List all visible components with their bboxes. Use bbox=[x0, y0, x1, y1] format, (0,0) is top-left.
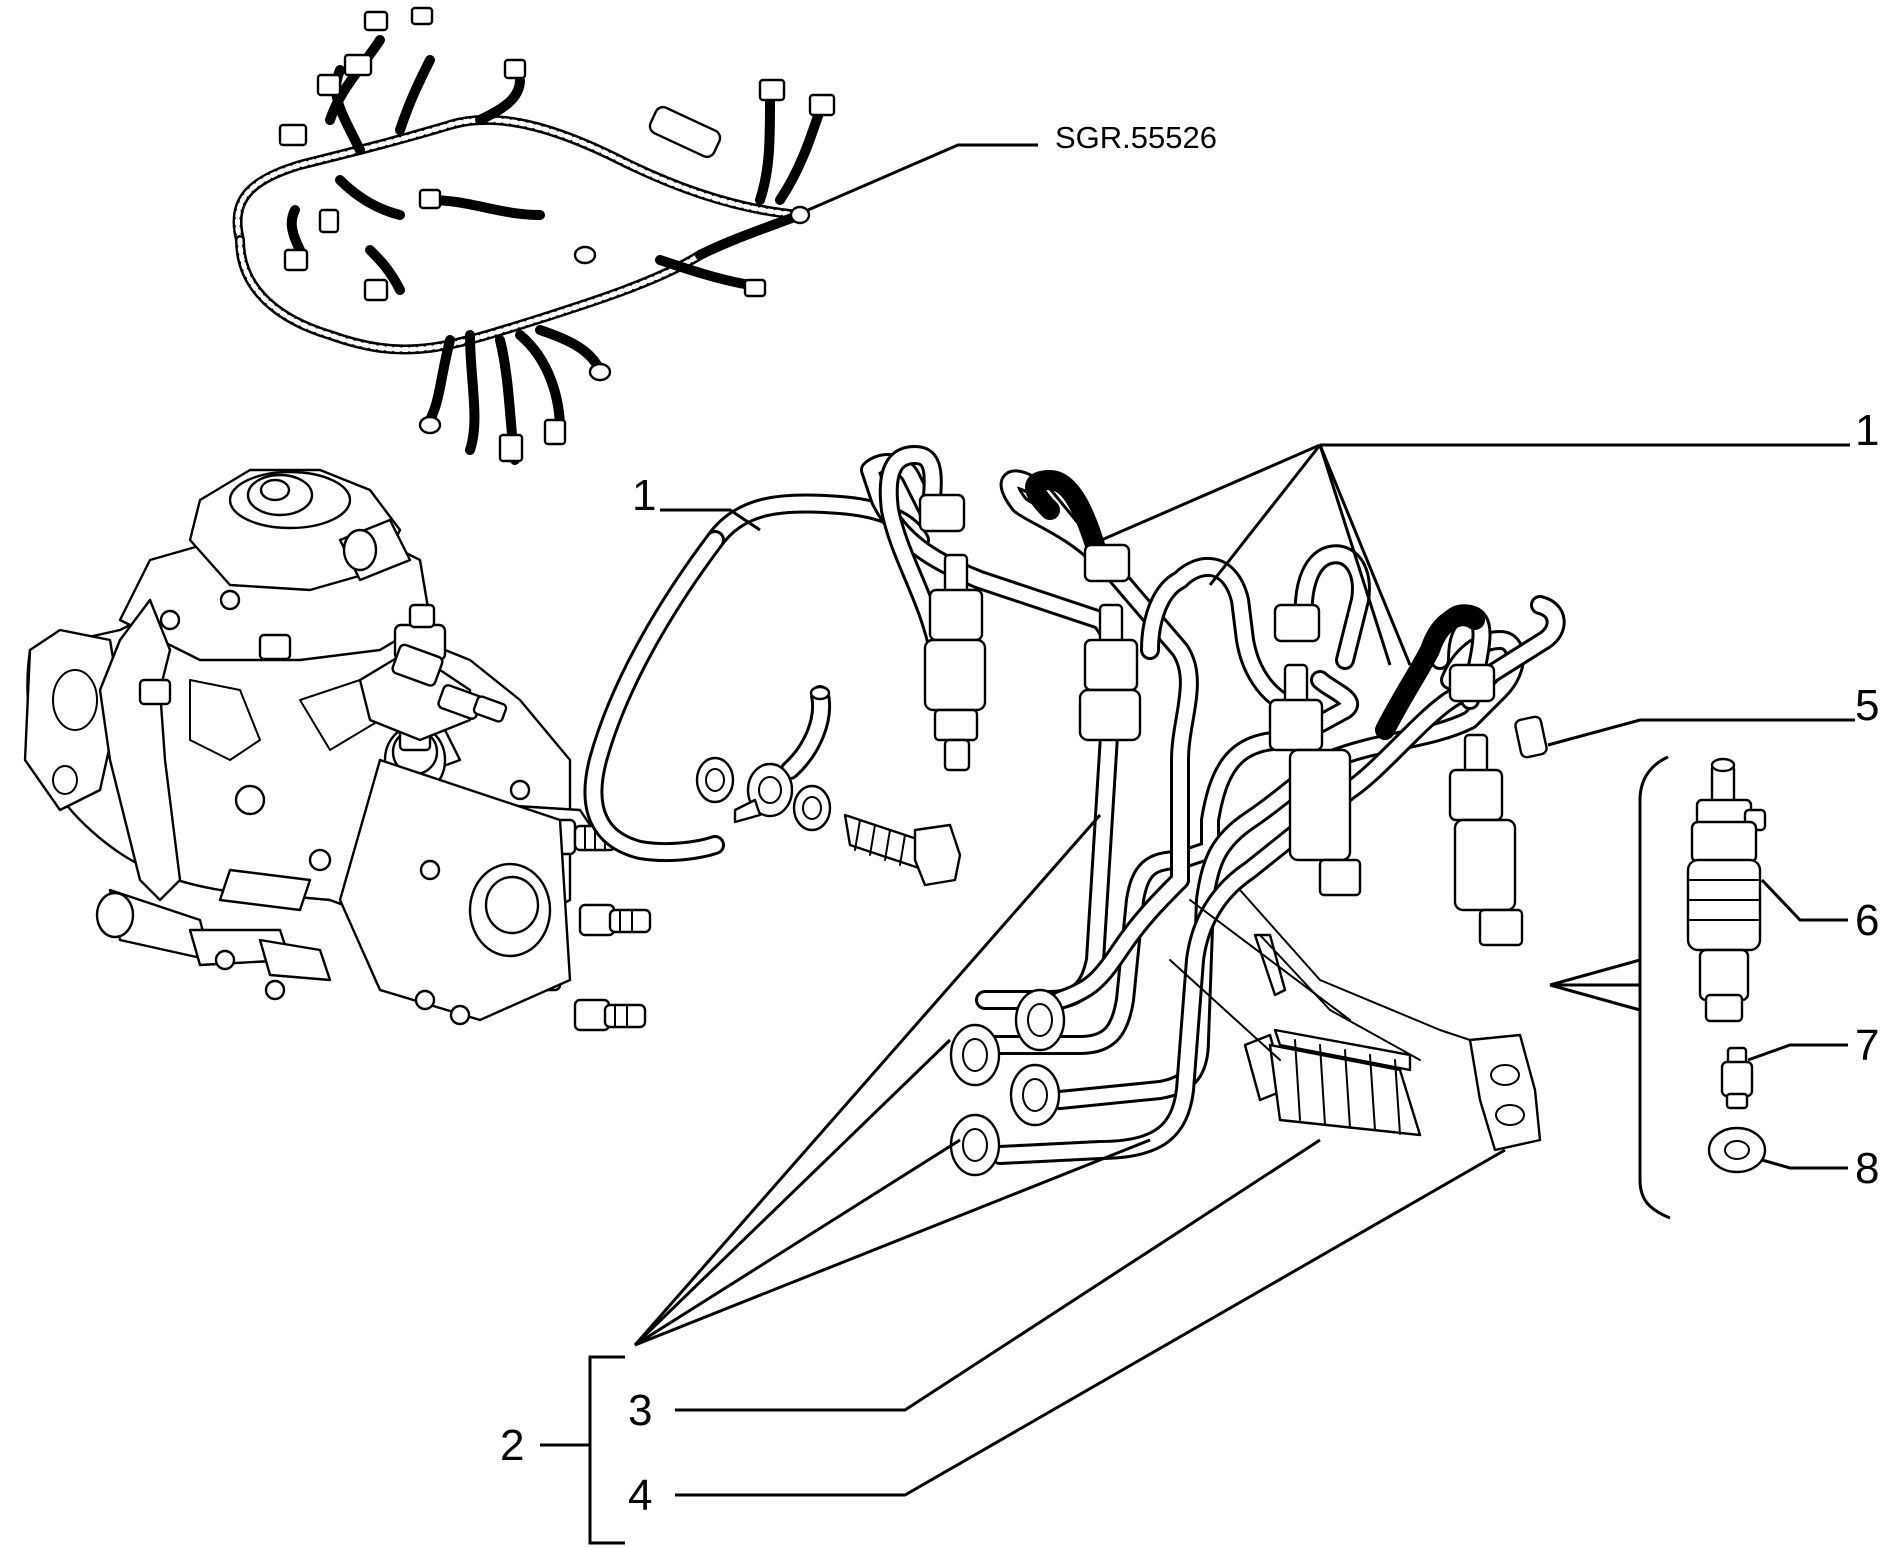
callout-5: 5 bbox=[1855, 681, 1879, 730]
callout-8: 8 bbox=[1855, 1144, 1879, 1193]
injection-pipe-set bbox=[860, 445, 1566, 1177]
callout-labels: SGR.55526 1 1 5 6 7 8 2 3 4 bbox=[500, 120, 1879, 1520]
callout-7: 7 bbox=[1855, 1021, 1879, 1070]
pipe-clips bbox=[1169, 889, 1542, 1152]
callout-2: 2 bbox=[500, 1421, 524, 1470]
callout-3: 3 bbox=[628, 1386, 652, 1435]
injectors-installed bbox=[923, 553, 1548, 947]
callout-1-left: 1 bbox=[632, 471, 656, 520]
reference-code: SGR.55526 bbox=[1055, 120, 1217, 155]
injection-pump bbox=[23, 468, 652, 1032]
banjo-fitting-set bbox=[695, 685, 962, 887]
callout-1-right: 1 bbox=[1855, 406, 1879, 455]
leader-lines bbox=[540, 143, 1855, 1545]
injector-exploded bbox=[1638, 755, 1767, 1220]
wiring-harness bbox=[232, 6, 836, 465]
callout-6: 6 bbox=[1855, 896, 1879, 945]
callout-4: 4 bbox=[628, 1471, 652, 1520]
